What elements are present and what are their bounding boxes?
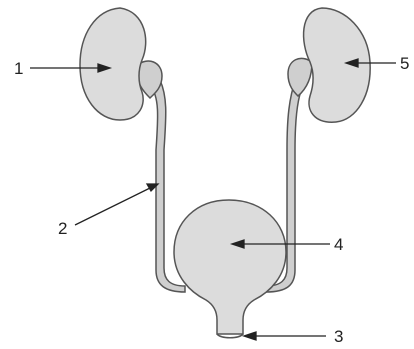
bladder	[174, 200, 286, 334]
label-1: 1	[14, 59, 23, 78]
leader-line-2	[75, 188, 150, 225]
label-5: 5	[400, 54, 409, 73]
left-kidney	[80, 8, 146, 120]
label-2: 2	[58, 219, 67, 238]
right-kidney	[304, 8, 371, 122]
arrowhead-3	[244, 332, 256, 340]
label-4: 4	[334, 235, 343, 254]
label-3: 3	[334, 327, 343, 346]
